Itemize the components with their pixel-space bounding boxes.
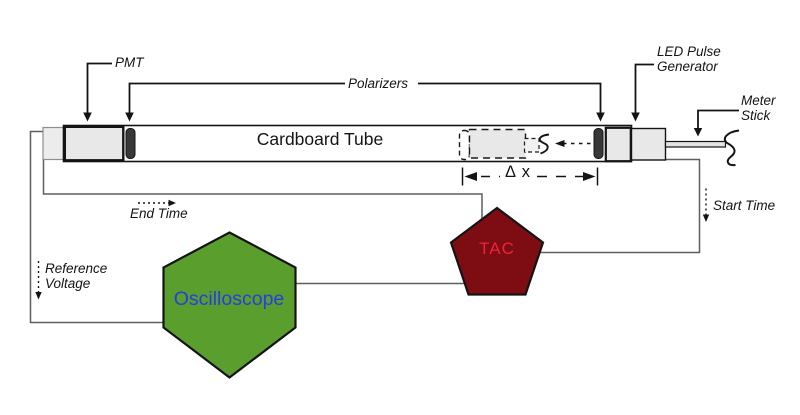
meter-stick-leader [693,109,739,137]
start-time-label: Start Time [713,198,776,213]
meter-stick-rod [664,140,727,148]
reference-voltage-label: Reference Voltage [45,261,107,291]
led-generator-leader [631,63,654,122]
meter-label-line2: Stick [741,108,771,123]
led-label-line1: LED Pulse [657,44,721,59]
polarizer-right [593,128,604,159]
start-time-arrow [702,188,710,222]
wire-pmt-to-tac [42,156,483,221]
wire-pmt-to-oscilloscope [29,130,164,324]
dotted-arrows [35,188,710,300]
light-pulse-squiggle-icon [538,133,550,155]
tac-label: TAC [479,239,515,258]
arrow-down-icon [631,112,640,122]
pmt-label: PMT [115,55,144,70]
arrow-down-icon [35,292,42,300]
light-direction-arrow [555,140,591,147]
pmt-body [63,125,125,162]
arrow-down-icon [702,214,710,222]
oscilloscope-label: Oscilloscope [173,288,285,310]
pmt-leader [83,62,112,122]
led-label-line2: Generator [657,59,718,74]
arrow-left-icon [464,172,477,181]
end-time-arrow [138,199,176,207]
arrow-right-icon [583,172,596,181]
polarizers-leader-right [418,82,605,122]
wire-led-to-tac [538,158,701,254]
cardboard-tube-label: Cardboard Tube [256,129,384,149]
end-time-label: End Time [130,206,188,221]
reference-label-line2: Voltage [45,276,91,291]
arrow-down-icon [693,128,703,137]
pmt-back-cap [42,126,66,161]
reference-voltage-arrow [35,261,42,300]
arrow-right-icon [168,199,176,207]
meter-stick-end-squiggle [723,129,740,167]
delta-x-label: Δ x [505,163,531,181]
oscilloscope-shape [162,231,297,379]
tac-shape [449,206,545,296]
led-pulse-generator-label: LED Pulse Generator [657,44,721,74]
arrow-down-icon [596,112,605,122]
meter-stick-label: Meter Stick [741,93,776,123]
reference-label-line1: Reference [45,261,108,276]
polarizer-left [125,128,136,159]
led-generator-body [630,127,667,161]
led-holder-inner [604,126,632,163]
arrow-down-icon [125,112,134,122]
ghost-polarizer [458,129,471,161]
polarizers-leader-left [125,82,345,122]
leader-lines [83,62,739,137]
arrow-down-icon [83,112,92,122]
arrow-left-icon [555,140,565,147]
polarizers-label: Polarizers [348,76,409,91]
delta-x-dimension [461,167,599,186]
ghost-led-box [468,128,527,159]
meter-label-line1: Meter [741,93,776,108]
ghost-plug [523,137,540,153]
